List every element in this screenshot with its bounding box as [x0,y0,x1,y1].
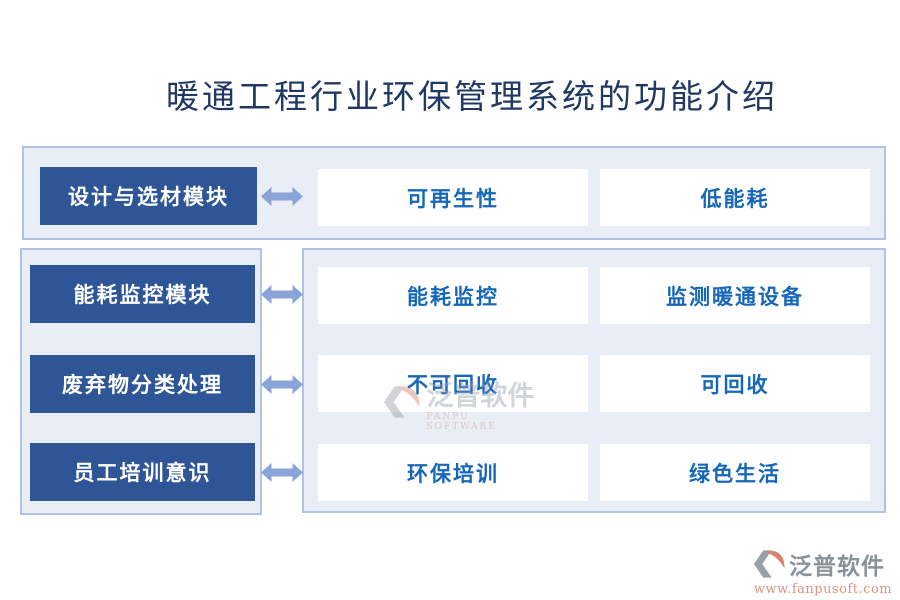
section-modules-left: 能耗监控模块 废弃物分类处理 员工培训意识 [20,248,262,515]
double-arrow-icon [261,462,303,483]
item-green-living[interactable]: 绿色生活 [600,444,870,501]
fanpu-logo-icon [753,550,785,578]
module-energy-monitoring[interactable]: 能耗监控模块 [30,265,255,323]
item-recyclable[interactable]: 可回收 [600,355,870,412]
double-arrow-icon [261,186,303,207]
item-hvac-device-monitoring[interactable]: 监测暖通设备 [600,267,870,324]
item-non-recyclable[interactable]: 不可回收 [318,355,588,412]
item-renewability[interactable]: 可再生性 [318,169,588,226]
footer-url-link[interactable]: www.fanpusoft.com [753,582,893,597]
module-staff-training[interactable]: 员工培训意识 [30,443,255,501]
section-items-right: 能耗监控 监测暖通设备 不可回收 可回收 环保培训 绿色生活 [302,248,886,513]
item-low-energy[interactable]: 低能耗 [600,169,870,226]
section-row-design: 设计与选材模块 可再生性 低能耗 [22,146,886,240]
item-environmental-training[interactable]: 环保培训 [318,444,588,501]
footer-brand-block: 泛普软件 www.fanpusoft.com [753,547,893,597]
item-energy-monitoring[interactable]: 能耗监控 [318,267,588,324]
module-waste-sorting[interactable]: 废弃物分类处理 [30,355,255,413]
double-arrow-icon [261,284,303,305]
module-design-selection[interactable]: 设计与选材模块 [40,167,257,225]
double-arrow-icon [261,374,303,395]
footer-brand-name: 泛普软件 [789,553,885,580]
page-title: 暖通工程行业环保管理系统的功能介绍 [166,77,778,116]
